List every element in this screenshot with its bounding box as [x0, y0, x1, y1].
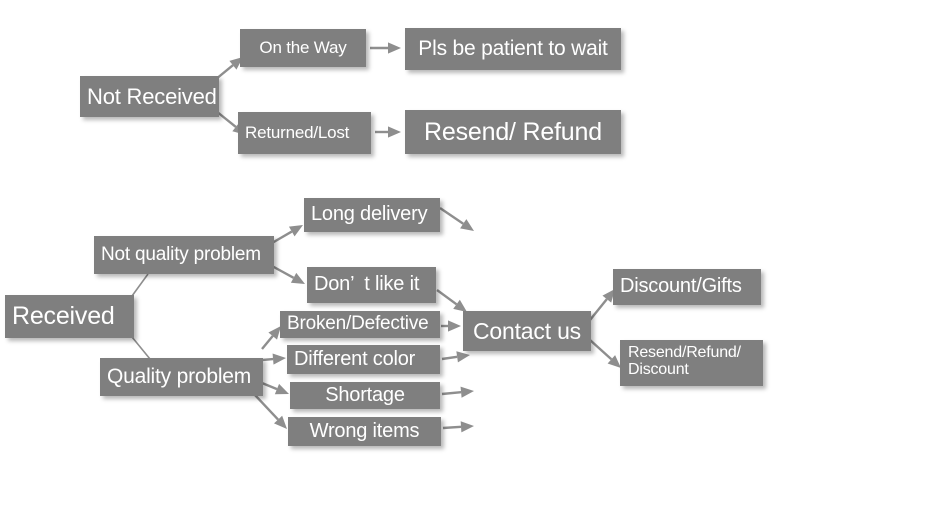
node-pls-be-patient[interactable]: Pls be patient to wait: [405, 28, 621, 70]
connector-quality-to-different-color: [261, 353, 286, 365]
node-received[interactable]: Received: [5, 295, 134, 338]
arrowhead-icon: [607, 355, 621, 368]
node-shortage[interactable]: Shortage: [290, 382, 440, 409]
node-dont-like-it[interactable]: Don’ t like it: [307, 267, 436, 303]
node-not-received[interactable]: Not Received: [80, 76, 219, 117]
connector-different-color-to-contact-us: [441, 351, 470, 363]
arrowhead-icon: [388, 126, 401, 138]
connector-shortage-to-contact-us: [441, 386, 474, 398]
node-resend-refund-disc[interactable]: Resend/Refund/ Discount: [620, 340, 763, 386]
node-broken-defective[interactable]: Broken/Defective: [280, 311, 440, 338]
connector-quality-to-shortage: [261, 381, 289, 395]
node-returned-lost[interactable]: Returned/Lost: [238, 112, 371, 154]
arrowhead-icon: [290, 272, 305, 284]
arrowhead-icon: [448, 320, 461, 332]
connector-broken-defective-to-contact-us: [441, 320, 461, 332]
node-on-the-way[interactable]: On the Way: [240, 29, 366, 67]
node-resend-refund[interactable]: Resend/ Refund: [405, 110, 621, 154]
arrowhead-icon: [456, 351, 470, 363]
arrowhead-icon: [272, 353, 286, 365]
arrowhead-icon: [388, 42, 401, 54]
node-wrong-items[interactable]: Wrong items: [288, 417, 441, 446]
connector-received-to-quality: [131, 336, 151, 360]
arrowhead-icon: [288, 225, 303, 237]
connector-long-delivery-to-contact-us: [439, 207, 474, 231]
connector-dont-like-it-to-contact-us: [436, 289, 467, 312]
arrowhead-icon: [274, 383, 289, 395]
node-different-color[interactable]: Different color: [287, 345, 440, 374]
connector-not-quality-to-dont-like-it: [271, 264, 305, 284]
node-not-quality[interactable]: Not quality problem: [94, 236, 274, 274]
connector-quality-to-wrong-items: [253, 393, 287, 429]
node-quality[interactable]: Quality problem: [100, 358, 263, 396]
arrowhead-icon: [460, 386, 474, 398]
connector-quality-to-broken-defective: [261, 326, 281, 350]
connector-wrong-items-to-contact-us: [442, 421, 474, 433]
node-discount-gifts[interactable]: Discount/Gifts: [613, 269, 761, 305]
connector-contact-us-to-discount-gifts: [589, 289, 615, 321]
arrowhead-icon: [460, 219, 474, 231]
arrowhead-icon: [460, 421, 474, 433]
node-long-delivery[interactable]: Long delivery: [304, 198, 440, 232]
connector-on-the-way-to-pls-be-patient: [370, 42, 401, 54]
connector-received-to-not-quality: [131, 273, 149, 297]
connector-returned-lost-to-resend-refund: [375, 126, 401, 138]
connector-not-quality-to-long-delivery: [271, 225, 303, 245]
connector-contact-us-to-resend-refund-disc: [589, 339, 621, 368]
node-contact-us[interactable]: Contact us: [463, 311, 591, 351]
arrowhead-icon: [274, 415, 287, 429]
